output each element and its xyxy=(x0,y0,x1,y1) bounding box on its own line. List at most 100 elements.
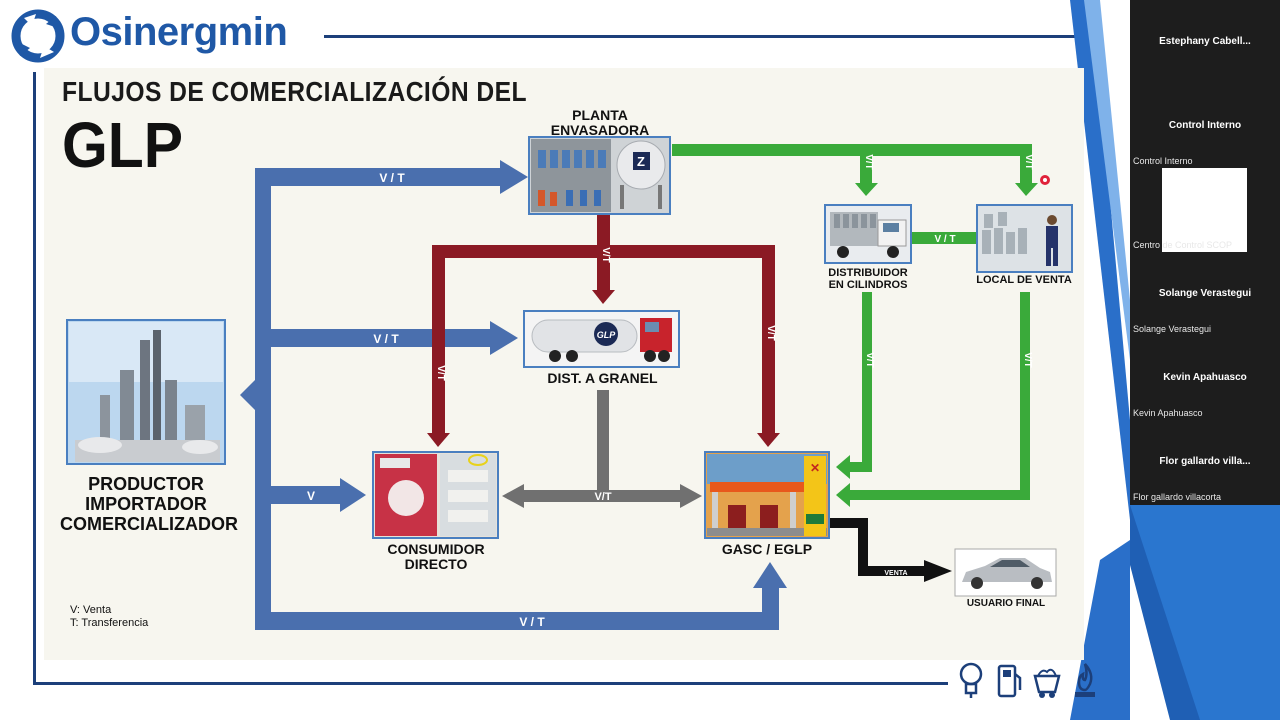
brand-name: Osinergmin xyxy=(70,10,288,54)
red-to-consumidor-head xyxy=(427,433,450,447)
truck-glp-badge: GLP xyxy=(597,330,616,340)
venta-head xyxy=(924,560,952,582)
blue-trunk xyxy=(255,168,271,630)
planta-badge: Z xyxy=(637,154,645,169)
lightbulb-icon xyxy=(959,662,983,698)
blue-label-vt: V / T xyxy=(373,332,399,346)
local-label: LOCAL DE VENTA xyxy=(976,274,1072,286)
venta-shaft-3 xyxy=(858,566,926,576)
car-image xyxy=(954,548,1057,597)
presentation-slide: Osinergmin FLUJOS DE COMERCIALIZACIÓN DE… xyxy=(11,0,1130,720)
node-gasc: GASC / EGLP xyxy=(700,541,834,557)
red-label-vt: V/T xyxy=(435,365,446,381)
red-label-vt: V/T xyxy=(765,325,776,341)
venta-shaft-1 xyxy=(830,518,868,528)
blue-to-consumidor-head xyxy=(340,478,366,512)
slide-decoration-strip xyxy=(1130,505,1280,720)
node-local: LOCAL DE VENTA xyxy=(968,274,1080,286)
venta-label: VENTA xyxy=(884,570,907,577)
node-planta: PLANTA ENVASADORA xyxy=(530,107,670,139)
blue-to-consumidor-shaft xyxy=(271,486,341,504)
gas-flame-icon xyxy=(1075,663,1095,697)
node-usuario: USUARIO FINAL xyxy=(950,598,1062,609)
consumidor-directo-image xyxy=(372,451,499,539)
meeting-participants-panel: Estephany Cabell... Control Interno Cont… xyxy=(1130,0,1280,505)
gray-label-vt: V/T xyxy=(594,491,611,503)
participant-caption: Control Interno xyxy=(1133,156,1193,166)
fuel-pump-icon xyxy=(997,664,1022,698)
blue-bottom-shaft xyxy=(255,612,777,630)
red-to-granel-head xyxy=(592,290,615,304)
participant-video-tile[interactable] xyxy=(1162,168,1247,252)
gray-flow-arrows xyxy=(502,390,702,508)
usuario-label: USUARIO FINAL xyxy=(966,598,1046,609)
mining-cart-icon xyxy=(1033,668,1061,698)
planta-envasadora-image: Z xyxy=(528,136,671,215)
gas-station-image: ✕ xyxy=(704,451,830,539)
green-label-vt: V/T xyxy=(1023,154,1034,170)
green-label-vt: V/T xyxy=(863,154,874,170)
participant-caption-text: Centro de Control SCOP xyxy=(1133,240,1233,250)
red-to-consumidor-shaft xyxy=(432,245,445,435)
green-local-down xyxy=(1020,292,1030,500)
node-granel: DIST. A GRANEL xyxy=(520,370,685,386)
venta-shaft-2 xyxy=(858,518,868,576)
productor-label: PRODUCTOR IMPORTADOR COMERCIALIZADOR xyxy=(60,474,238,534)
node-consumidor: CONSUMIDOR DIRECTO xyxy=(370,541,502,573)
blue-flow-arrows xyxy=(240,160,787,630)
node-distribuidor: DISTRIBUIDOR EN CILINDROS xyxy=(815,267,921,291)
red-label-vt: V/T xyxy=(600,247,611,263)
red-to-gasc-head xyxy=(757,433,780,447)
blue-to-planta-shaft xyxy=(255,168,500,186)
blue-to-planta-head xyxy=(500,160,528,194)
green-local-to-gasc-shaft xyxy=(848,490,1030,500)
green-to-local-shaft xyxy=(1020,144,1032,184)
blue-label-vt: V / T xyxy=(519,615,545,629)
participant-name[interactable]: Estephany Cabell... xyxy=(1159,36,1251,47)
red-to-gasc-shaft xyxy=(762,245,775,435)
participant-name[interactable]: Solange Verastegui xyxy=(1158,288,1252,299)
decorative-stripes xyxy=(1070,0,1130,720)
legend-transferencia: T: Transferencia xyxy=(70,617,149,629)
header-divider xyxy=(324,35,1080,38)
green-top-shaft xyxy=(672,144,1032,156)
node-productor: PRODUCTOR IMPORTADOR COMERCIALIZADOR xyxy=(60,474,238,534)
green-dist-to-gasc-shaft xyxy=(848,462,872,472)
gray-to-gasc-head xyxy=(680,484,702,508)
local-de-venta-image xyxy=(976,204,1073,273)
participant-name[interactable]: Kevin Apahuasco xyxy=(1163,372,1247,383)
green-label-vt: V/T xyxy=(864,352,875,368)
red-flow-arrows xyxy=(427,214,780,447)
gasc-label: GASC / EGLP xyxy=(721,541,813,557)
green-flow-arrows xyxy=(672,144,1038,507)
slide-title: FLUJOS DE COMERCIALIZACIÓN DEL xyxy=(62,76,527,107)
granel-label: DIST. A GRANEL xyxy=(547,370,658,386)
slide-title-glp: GLP xyxy=(62,109,184,181)
svg-text:✕: ✕ xyxy=(810,461,820,475)
green-to-distribuidor-head xyxy=(855,183,878,196)
participant-caption: Kevin Apahuasco xyxy=(1133,408,1203,418)
blue-to-granel-head xyxy=(490,321,518,355)
green-to-distribuidor-shaft xyxy=(860,144,872,184)
blue-to-gasc-head xyxy=(753,562,787,588)
cylinder-truck-image xyxy=(824,204,912,264)
participant-caption: Flor gallardo villacorta xyxy=(1133,492,1222,502)
blue-to-gasc-shaft xyxy=(762,585,779,630)
flow-diagram: V / T V / T V V / T V/T V/T V/T V/T xyxy=(66,136,1073,630)
blue-label-v: V xyxy=(307,489,315,503)
distribuidor-label: DISTRIBUIDOR EN CILINDROS xyxy=(828,267,908,292)
green-dist-to-gasc-head xyxy=(836,455,850,479)
green-to-local-head xyxy=(1015,183,1038,196)
green-dist-down xyxy=(862,292,872,472)
frame-line xyxy=(33,72,36,684)
participant-name[interactable]: Control Interno xyxy=(1168,120,1242,131)
gray-to-consumidor-head xyxy=(502,484,524,508)
green-local-to-gasc-head xyxy=(836,483,850,507)
participant-name[interactable]: Flor gallardo villa... xyxy=(1159,456,1251,467)
black-venta-arrow xyxy=(830,518,952,582)
gray-horizontal xyxy=(522,490,682,502)
blue-arrow-to-productor xyxy=(240,380,255,410)
green-label-vt: V/T xyxy=(1022,352,1033,368)
footer-icons xyxy=(956,660,1100,700)
green-label-vt: V / T xyxy=(934,234,955,245)
